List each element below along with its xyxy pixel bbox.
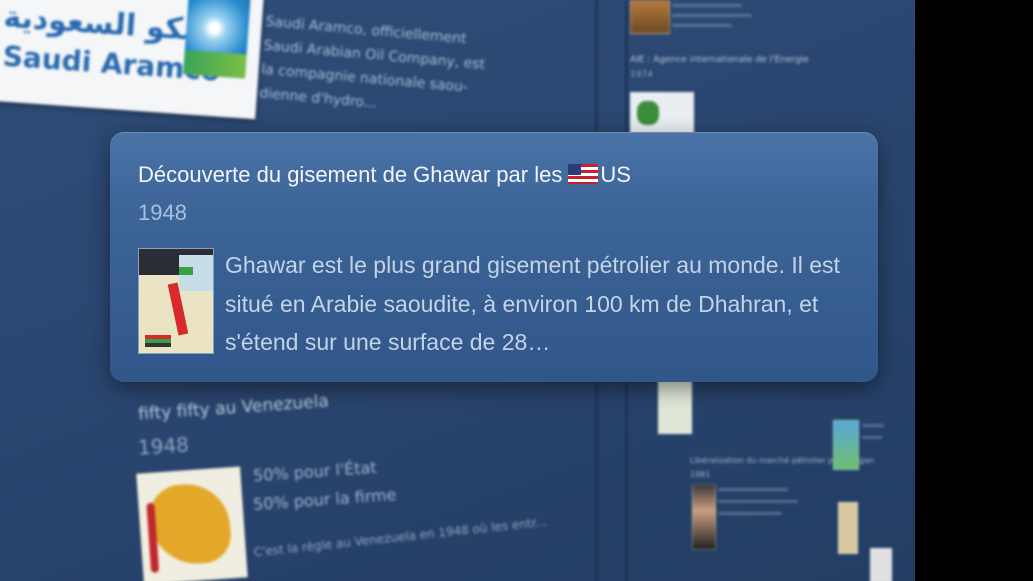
event-title-suffix: US — [600, 162, 631, 187]
timeline-stage[interactable]: ارامكو السعودية Saudi Aramco Saudi Aramc… — [0, 0, 915, 581]
blurred-text — [718, 488, 788, 491]
venezuela-card-line: 50% pour l'État — [252, 457, 378, 486]
blurred-text — [672, 14, 752, 17]
reagan-card-year: 1981 — [690, 470, 711, 479]
ghawar-event-card[interactable]: Découverte du gisement de Ghawar par les… — [110, 132, 878, 382]
map-thumbnail[interactable] — [658, 372, 692, 434]
map-legend — [145, 335, 171, 347]
blurred-text — [718, 512, 782, 515]
aie-card-year: 1974 — [630, 70, 653, 80]
portrait-thumbnail[interactable] — [692, 484, 716, 550]
aie-card-title[interactable]: AIE : Agence internationale de l'Énergie — [630, 55, 809, 65]
us-flag-icon — [568, 164, 599, 184]
photo-thumbnail[interactable] — [833, 420, 859, 470]
venezuela-shape — [147, 481, 233, 567]
venezuela-card-line: 50% pour la firme — [252, 485, 398, 514]
photo-thumbnail[interactable] — [870, 548, 892, 581]
photo-thumbnail[interactable] — [838, 502, 858, 554]
venezuela-map-thumbnail[interactable] — [136, 466, 248, 581]
event-title: Découverte du gisement de Ghawar par les… — [138, 162, 631, 188]
aramco-star-icon — [183, 0, 251, 79]
venezuela-card-desc: C'est la règle au Venezuela en 1948 où l… — [253, 514, 548, 560]
event-thumbnail[interactable] — [630, 0, 670, 34]
ghawar-map-thumbnail[interactable] — [138, 248, 214, 354]
blurred-text — [672, 24, 732, 27]
world-map-thumbnail[interactable] — [630, 92, 694, 138]
black-margin — [915, 0, 1033, 581]
aramco-excerpt[interactable]: Saudi Aramco, officiellement Saudi Arabi… — [258, 10, 505, 127]
blurred-text — [672, 4, 742, 7]
event-title-text: Découverte du gisement de Ghawar par les — [138, 162, 563, 187]
event-year: 1948 — [138, 200, 187, 225]
blurred-text — [862, 436, 882, 439]
blurred-text — [862, 424, 884, 427]
blurred-text — [718, 500, 798, 503]
reagan-card-title[interactable]: Libéralisation du marché pétrolier par R… — [690, 456, 874, 465]
venezuela-card-title[interactable]: fifty fifty au Venezuela — [137, 391, 330, 425]
event-description: Ghawar est le plus grand gisement pétrol… — [225, 252, 840, 355]
venezuela-card-year: 1948 — [137, 432, 190, 460]
saudi-aramco-logo[interactable]: ارامكو السعودية Saudi Aramco — [0, 0, 265, 120]
map-green-area — [179, 267, 193, 275]
